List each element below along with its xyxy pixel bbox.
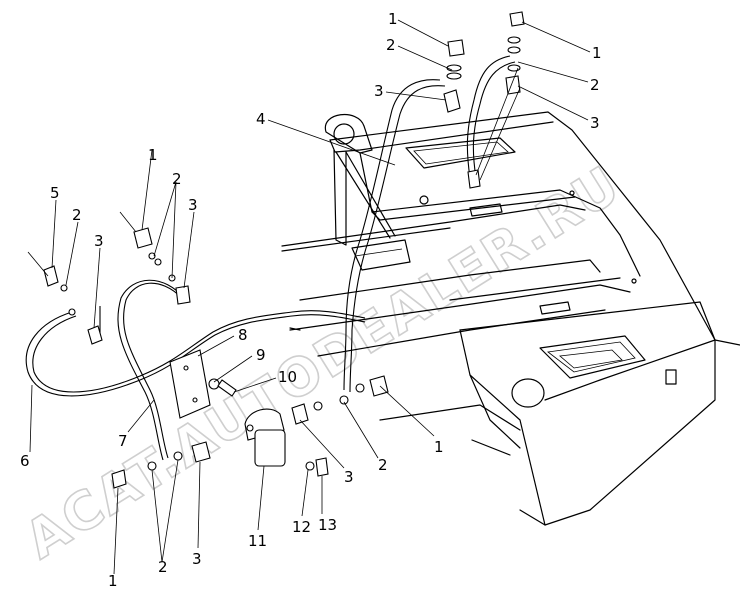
callout-label: 1	[388, 10, 398, 28]
fitting-part-3e	[291, 403, 309, 425]
callout-label: 8	[238, 326, 248, 344]
callout-label: 10	[278, 368, 297, 386]
frame-body	[281, 111, 740, 526]
callout-label: 2	[72, 206, 82, 224]
callout-label: 3	[344, 468, 354, 486]
fitting-part-3f	[191, 441, 211, 463]
fitting-part-1a	[133, 227, 153, 249]
callout-label: 5	[50, 184, 60, 202]
watermark: ACAT.AUTODEALER.RU	[15, 155, 631, 571]
fitting-part-3d	[505, 75, 521, 95]
callout-label: 1	[434, 438, 444, 456]
callout-label: 3	[188, 196, 198, 214]
callout-label: 1	[148, 146, 158, 164]
callout-label: 9	[256, 346, 266, 364]
fitting-part-3c	[443, 89, 461, 113]
callout-label: 3	[374, 82, 384, 100]
callout-label: 2	[172, 170, 182, 188]
fitting-part-5	[43, 265, 59, 287]
callout-label: 13	[318, 516, 337, 534]
callout-label: 6	[20, 452, 30, 470]
fittings	[43, 11, 525, 489]
mount-plate-8	[169, 349, 211, 419]
callout-labels: 1 2 3 1 2 3 4 5 2 3 1 2 3 6 7 8 9 10 1 2…	[20, 10, 602, 590]
callout-label: 12	[292, 518, 311, 536]
washer-12	[305, 461, 315, 471]
callout-label: 7	[118, 432, 128, 450]
callout-label: 2	[386, 36, 396, 54]
fitting-part-1d	[369, 375, 389, 397]
callout-label: 4	[256, 110, 266, 128]
bolt-10	[217, 379, 237, 397]
fitting-part-3a	[87, 325, 103, 345]
callout-label: 2	[378, 456, 388, 474]
callout-label: 2	[158, 558, 168, 576]
callout-label: 1	[592, 44, 602, 62]
fitting-part-1e	[111, 469, 127, 489]
callout-label: 11	[248, 532, 267, 550]
washer-9	[208, 378, 220, 390]
bolt-13	[315, 457, 329, 477]
callout-label: 2	[590, 76, 600, 94]
callout-label: 3	[590, 114, 600, 132]
leader-lines	[27, 19, 591, 575]
fitting-part-1b	[447, 39, 465, 57]
callout-label: 3	[192, 550, 202, 568]
callout-label: 3	[94, 232, 104, 250]
callout-label: 1	[108, 572, 118, 590]
fitting-part-3b	[175, 285, 191, 305]
fitting-part-1c	[509, 11, 525, 27]
filter-body-11	[254, 429, 286, 467]
